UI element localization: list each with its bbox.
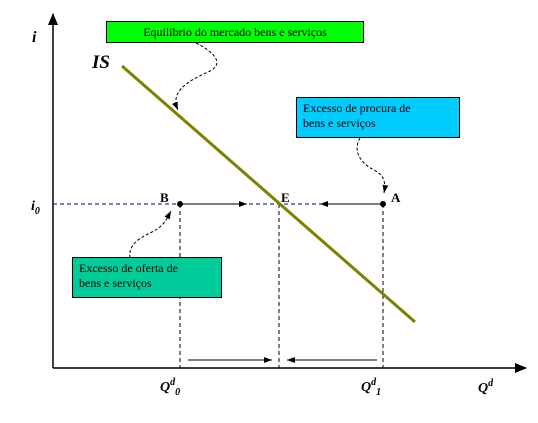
callout-demand-line [356,137,389,194]
is-curve [121,64,416,324]
q1-label: Qd1 [361,377,381,398]
equilibrium-note-text: Equilibrio do mercado bens e serviços [143,25,327,39]
y-axis-label: i [32,29,37,46]
excess-supply-note-line2: bens e serviços [79,276,152,290]
excess-demand-note-line1: Excesso de procura de [303,101,411,115]
excess-supply-note: Excesso de oferta de bens e serviços [72,257,222,298]
point-b-label: B [160,190,169,205]
point-e-label: E [281,190,290,205]
point-a-label: A [391,190,401,205]
excess-demand-note: Excesso de procura de bens e serviços [296,97,460,138]
callout-equilibrium-line [172,42,218,111]
point-b-dot [177,201,183,207]
excess-supply-note-line1: Excesso de oferta de [79,261,178,275]
equilibrium-note: Equilibrio do mercado bens e serviços [106,21,364,43]
excess-demand-note-line2: bens e serviços [303,116,376,130]
point-a-dot [380,201,386,207]
x-axis-label: Qd [478,378,494,396]
is-curve-label: IS [91,52,110,73]
callout-supply-line [129,210,172,259]
q0-label: Qd0 [160,377,180,398]
i0-label: i0 [31,199,40,217]
